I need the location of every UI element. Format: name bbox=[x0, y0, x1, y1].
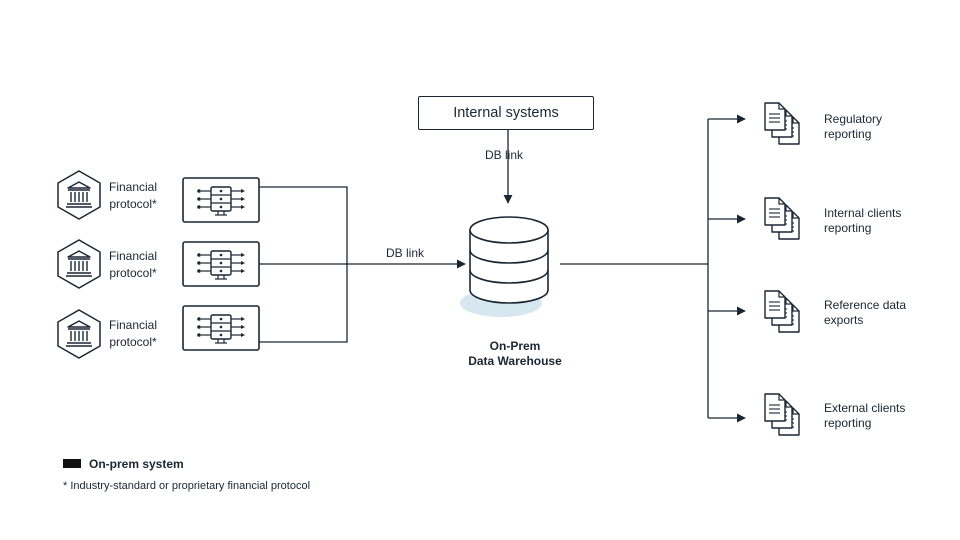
output-label: Regulatory reporting bbox=[824, 112, 934, 142]
internal-systems-label: Internal systems bbox=[453, 105, 559, 121]
output-label-line1: Regulatory bbox=[824, 112, 883, 126]
bank-icon bbox=[57, 170, 101, 220]
protocol-line2: protocol* bbox=[109, 335, 157, 349]
source-protocol-label: Financial protocol* bbox=[105, 180, 161, 212]
documents-icon bbox=[764, 290, 800, 333]
output-label: Internal clients reporting bbox=[824, 206, 934, 236]
legend-swatch bbox=[63, 459, 81, 468]
output-label-line2: reporting bbox=[824, 416, 872, 430]
bank-icon bbox=[57, 309, 101, 359]
output-label-line1: External clients bbox=[824, 401, 906, 415]
protocol-line2: protocol* bbox=[109, 197, 157, 211]
output-label-line1: Reference data bbox=[824, 298, 907, 312]
database-icon bbox=[460, 216, 549, 317]
server-icon bbox=[182, 305, 260, 351]
warehouse-title-line2: Data Warehouse bbox=[468, 354, 562, 368]
source-db-link-label: DB link bbox=[386, 246, 425, 260]
output-connectors bbox=[560, 114, 746, 423]
output-label-line2: reporting bbox=[824, 221, 872, 235]
source-connectors bbox=[259, 186, 466, 343]
output-label-line2: exports bbox=[824, 313, 864, 327]
protocol-line1: Financial bbox=[108, 318, 158, 332]
warehouse-title-line1: On-Prem bbox=[489, 339, 541, 353]
documents-icon bbox=[764, 102, 800, 145]
output-label: Reference data exports bbox=[824, 298, 934, 328]
output-label: External clients reporting bbox=[824, 401, 934, 431]
internal-db-link-label: DB link bbox=[485, 148, 524, 162]
server-icon bbox=[182, 241, 260, 287]
source-protocol-label: Financial protocol* bbox=[105, 249, 161, 281]
bank-icon bbox=[57, 239, 101, 289]
server-icon bbox=[182, 177, 260, 223]
protocol-line2: protocol* bbox=[109, 266, 157, 280]
documents-icon bbox=[764, 393, 800, 436]
legend-label: On-prem system bbox=[89, 457, 184, 471]
source-protocol-label: Financial protocol* bbox=[105, 318, 161, 350]
protocol-line1: Financial bbox=[108, 180, 158, 194]
output-label-line2: reporting bbox=[824, 127, 872, 141]
output-label-line1: Internal clients bbox=[824, 206, 902, 220]
warehouse-title: On-Prem Data Warehouse bbox=[430, 339, 600, 369]
internal-systems-box: Internal systems bbox=[418, 96, 594, 130]
footnote: * Industry-standard or proprietary finan… bbox=[63, 480, 311, 492]
documents-icon bbox=[764, 197, 800, 240]
protocol-line1: Financial bbox=[108, 249, 158, 263]
